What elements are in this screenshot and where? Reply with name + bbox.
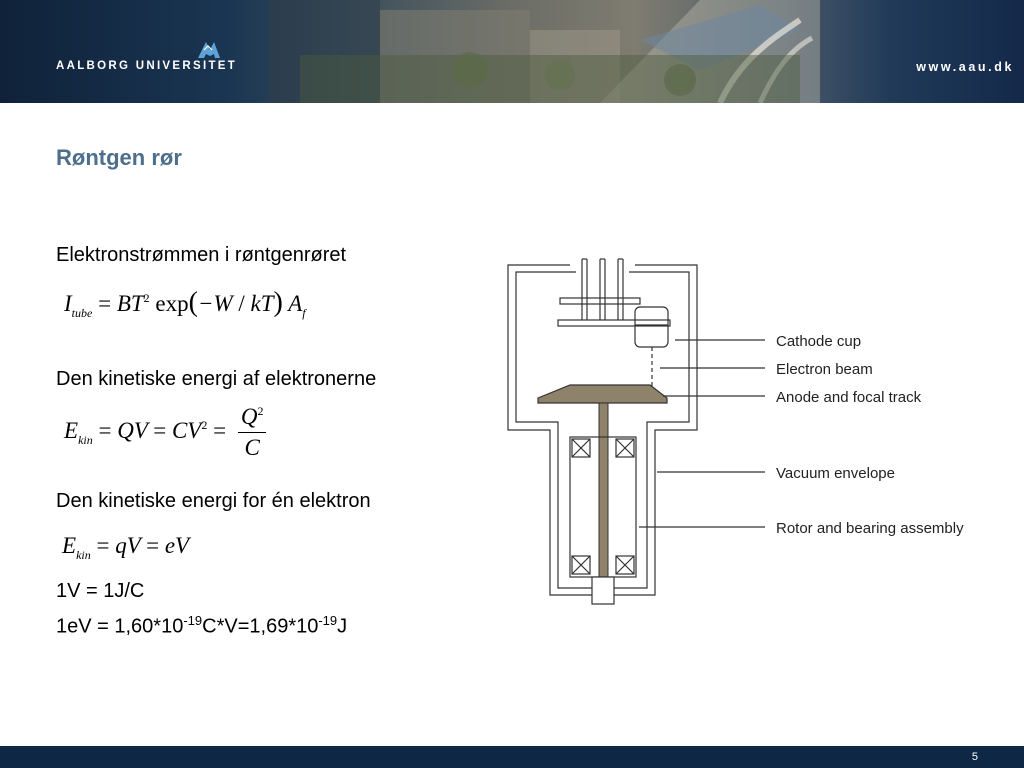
eq1-rparen: ): [273, 287, 283, 318]
eq2-e: E: [64, 417, 79, 443]
eq2-denominator: C: [244, 435, 260, 460]
eq1-lhs: I: [64, 291, 72, 316]
xray-tube-diagram: Cathode cup Electron beam Anode and foca…: [507, 258, 964, 605]
label-vacuum-envelope: Vacuum envelope: [776, 465, 895, 482]
eq3-e: E: [62, 533, 77, 558]
electron-energy-heading: Den kinetiske energi for én elektron: [56, 490, 371, 512]
eq1-bt: BT: [116, 291, 144, 316]
eq3-qv: qV: [115, 533, 141, 558]
kinetic-energy-equation: Ekin = QV = CV2 = Q2 C: [64, 404, 267, 461]
eq2-cv: CV: [171, 417, 202, 443]
ev-part-c: J: [337, 615, 348, 638]
eq1-exp: exp: [155, 291, 189, 316]
ev-part-a: 1eV = 1,60*10: [56, 615, 184, 638]
eq1-neg-w: −W: [197, 291, 233, 316]
kinetic-energy-heading: Den kinetiske energi af elektronerne: [56, 368, 377, 390]
eq1-lparen: (: [188, 287, 198, 318]
eq3-e-sub: kin: [76, 548, 91, 562]
electronvolt-definition: 1eV = 1,60*10-19C*V=1,69*10-19J: [56, 613, 347, 639]
footer-bar: 5: [0, 746, 1024, 768]
ev-exponent-1: -19: [183, 613, 203, 628]
eq2-equals-2: =: [153, 417, 167, 443]
eq2-e-sub: kin: [78, 432, 93, 447]
page-number: 5: [971, 751, 978, 763]
header-banner: AALBORG UNIVERSITET www.aau.dk: [0, 0, 1024, 103]
university-name: AALBORG UNIVERSITET: [56, 60, 238, 72]
label-cathode-cup: Cathode cup: [776, 333, 861, 350]
eq2-numerator-sup: 2: [257, 404, 264, 418]
tube-current-equation: Itube = BT2 exp(−W / kT) Af: [64, 287, 306, 321]
eq1-square: 2: [143, 291, 150, 305]
anode-focal-track: [537, 384, 668, 404]
current-heading: Elektronstrømmen i røntgenrøret: [56, 244, 347, 266]
eq2-numerator: Q: [240, 404, 258, 429]
ev-exponent-2: -19: [318, 613, 338, 628]
eq3-equals-2: =: [146, 533, 160, 558]
eq1-kt: kT: [250, 291, 274, 316]
cathode-cup: [634, 306, 669, 348]
electron-energy-equation: Ekin = qV = eV: [62, 533, 189, 563]
eq1-equals: =: [98, 291, 112, 316]
eq1-a: A: [288, 291, 303, 316]
eq2-qv: QV: [117, 417, 148, 443]
university-url: www.aau.dk: [916, 60, 1014, 74]
eq3-equals-1: =: [96, 533, 110, 558]
ev-part-b: C*V=1,69*10: [202, 615, 319, 638]
volt-definition: 1V = 1J/C: [56, 580, 145, 602]
label-anode-focal-track: Anode and focal track: [776, 389, 922, 406]
eq2-square: 2: [201, 417, 208, 432]
anode-stem: [598, 402, 609, 589]
university-logo-icon: [198, 42, 220, 58]
eq1-lhs-sub: tube: [71, 306, 93, 320]
label-rotor-bearing: Rotor and bearing assembly: [776, 520, 964, 537]
slide-title: Røntgen rør: [56, 145, 182, 170]
eq1-a-sub: f: [302, 306, 306, 320]
label-electron-beam: Electron beam: [776, 361, 873, 378]
eq2-equals-1: =: [98, 417, 112, 443]
eq3-ev: eV: [164, 533, 190, 558]
campus-photo: [270, 0, 820, 103]
eq2-fraction: Q2 C: [237, 404, 267, 461]
eq2-equals-3: =: [213, 417, 227, 443]
eq1-slash: /: [238, 291, 245, 316]
